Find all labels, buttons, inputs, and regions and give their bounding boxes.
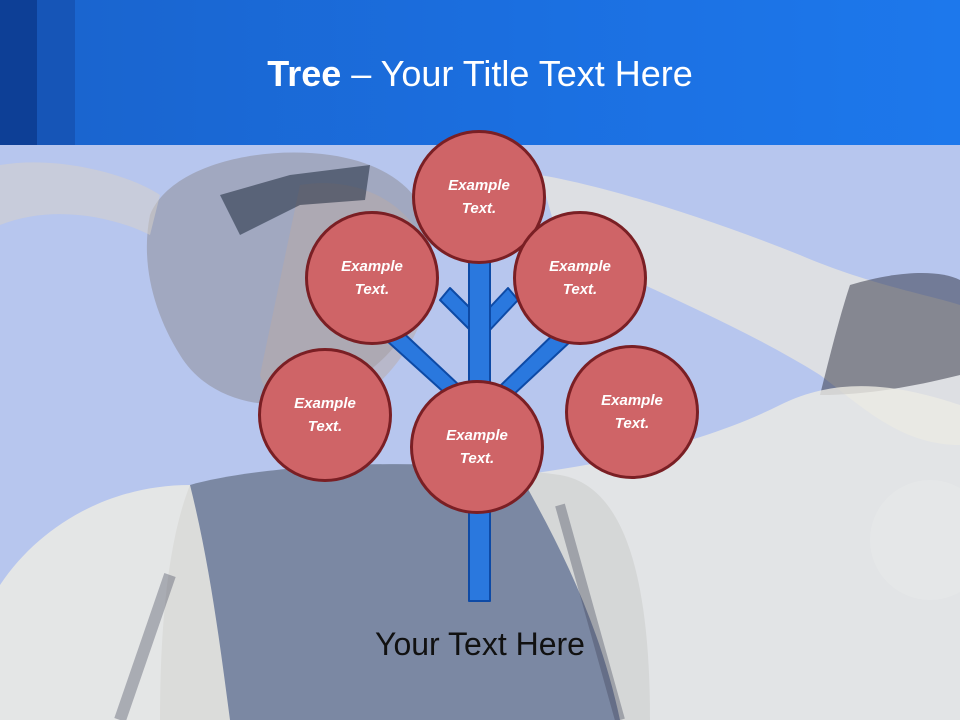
node-mid-right-label: Example Text.	[601, 392, 663, 432]
title-dash: –	[341, 53, 381, 94]
caption-text: Your Text Here	[375, 626, 585, 662]
node-upper-right-label: Example Text.	[549, 258, 611, 298]
header-bar: Tree – Your Title Text Here	[0, 0, 960, 145]
title-text: Your Title Text Here	[380, 53, 693, 94]
node-center-label: Example Text.	[446, 427, 508, 467]
header-accent-dark	[0, 0, 37, 145]
node-upper-left: Example Text.	[305, 211, 439, 345]
node-mid-right: Example Text.	[565, 345, 699, 479]
title-bold: Tree	[267, 53, 342, 94]
node-mid-left-label: Example Text.	[294, 395, 356, 435]
node-upper-right: Example Text.	[513, 211, 647, 345]
slide-title: Tree – Your Title Text Here	[0, 52, 960, 96]
node-mid-left: Example Text.	[258, 348, 392, 482]
node-top-label: Example Text.	[448, 177, 510, 217]
node-upper-left-label: Example Text.	[341, 258, 403, 298]
header-accent-mid	[37, 0, 75, 145]
node-center: Example Text.	[410, 380, 544, 514]
